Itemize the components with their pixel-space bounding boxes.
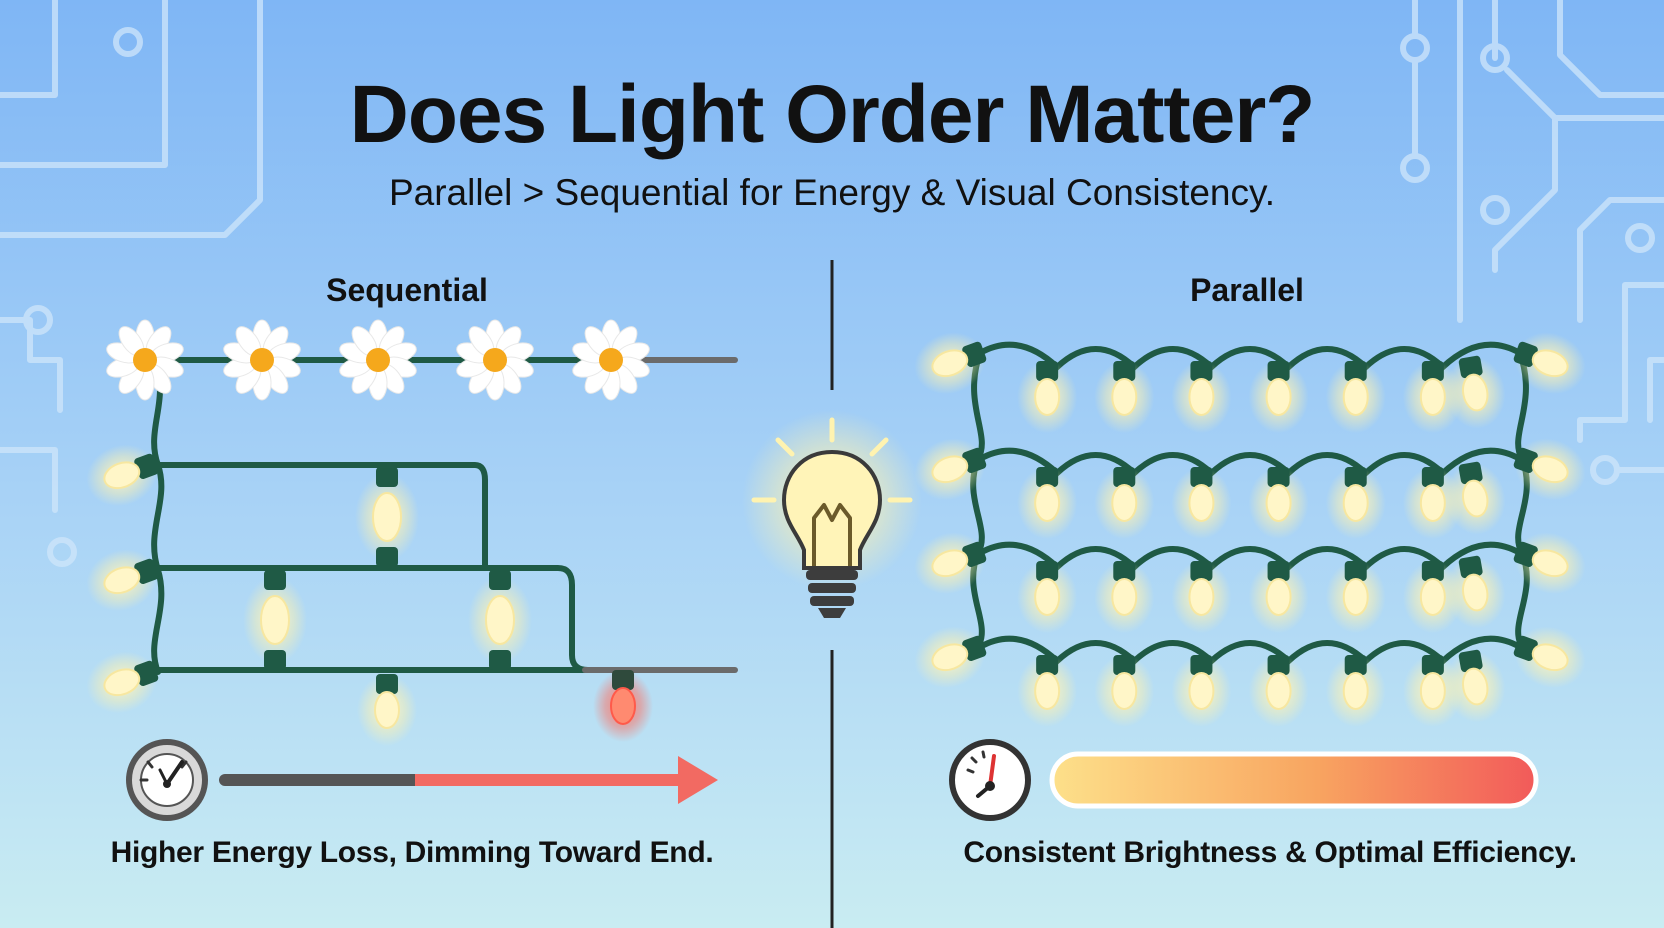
bulb — [1325, 561, 1386, 633]
bulb — [1094, 467, 1155, 539]
parallel-caption: Consistent Brightness & Optimal Efficien… — [963, 836, 1577, 869]
bulb — [1513, 532, 1586, 595]
sequential-circuit — [142, 357, 738, 675]
bulb — [914, 626, 987, 689]
bulb — [1171, 655, 1232, 727]
bulb — [86, 549, 159, 612]
bulb — [1325, 655, 1386, 727]
bulb — [1445, 649, 1506, 723]
daisy-icon — [223, 319, 301, 401]
bulb — [355, 467, 419, 567]
bulb — [914, 532, 987, 595]
bulb — [914, 438, 987, 501]
bulb — [1248, 467, 1309, 539]
bulb — [1248, 655, 1309, 727]
bulb — [914, 332, 987, 395]
bulb — [243, 570, 307, 670]
bulb — [1094, 361, 1155, 433]
dim-bulb — [593, 670, 653, 742]
daisy-icon — [339, 319, 417, 401]
daisy-icon — [456, 319, 534, 401]
bulb — [357, 674, 417, 746]
bulb — [1513, 438, 1586, 501]
daisy-icon — [106, 319, 184, 401]
parallel-heading: Parallel — [1190, 272, 1304, 308]
bulb — [1445, 355, 1506, 429]
bulb — [1445, 461, 1506, 535]
bulb — [1513, 332, 1586, 395]
bulb — [1017, 361, 1078, 433]
sequential-heading: Sequential — [326, 272, 488, 308]
parallel-circuit — [914, 332, 1586, 727]
page-subtitle: Parallel > Sequential for Energy & Visua… — [388, 172, 1276, 213]
sequential-caption: Higher Energy Loss, Dimming Toward End. — [110, 836, 714, 869]
bulb — [1017, 561, 1078, 633]
bulb — [1171, 361, 1232, 433]
sequential-bulbs — [86, 444, 653, 746]
arrow-right-icon — [219, 756, 718, 804]
bulb — [1248, 361, 1309, 433]
bulb — [1248, 561, 1309, 633]
bulb — [1513, 626, 1586, 689]
bulb — [1094, 561, 1155, 633]
bulb — [1094, 655, 1155, 727]
bulb — [468, 570, 532, 670]
bulb — [86, 444, 159, 507]
bulb — [1325, 361, 1386, 433]
bulb — [1171, 561, 1232, 633]
parallel-gauge — [949, 739, 1031, 821]
bulb — [1017, 655, 1078, 727]
bulb — [86, 651, 159, 714]
bulb — [1017, 467, 1078, 539]
bulb — [1325, 467, 1386, 539]
sequential-gauge — [126, 739, 208, 821]
light-bulb-icon — [742, 410, 922, 618]
bulb — [1445, 555, 1506, 629]
efficiency-bar — [1049, 751, 1539, 809]
page-title: Does Light Order Matter? — [349, 69, 1316, 160]
flower-row — [106, 319, 650, 401]
daisy-icon — [572, 319, 650, 401]
bulb — [1171, 467, 1232, 539]
